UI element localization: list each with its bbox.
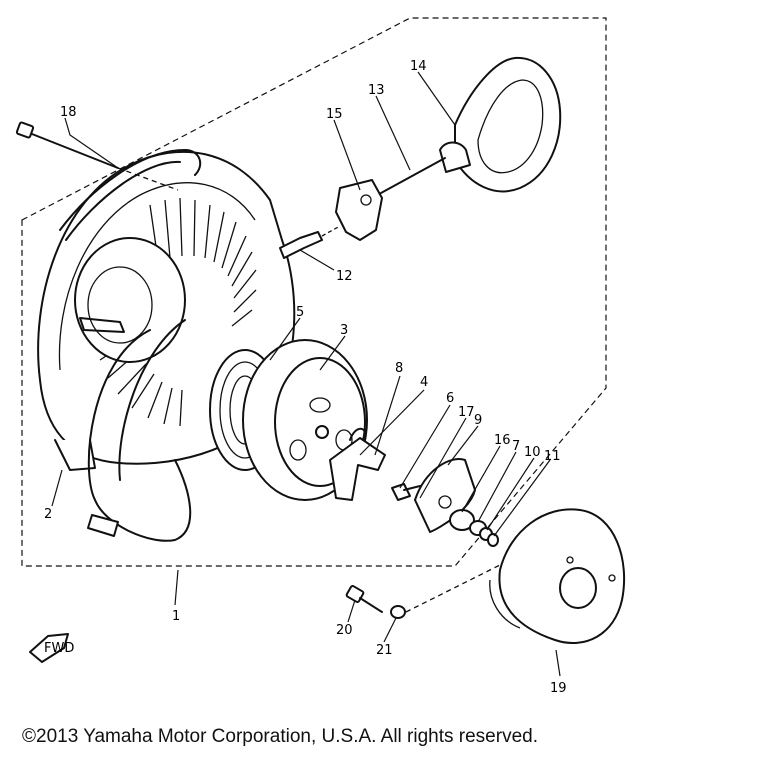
assembly-boundary [21,17,607,567]
callout-13: 13 [368,83,385,98]
callout-14: 14 [410,59,427,74]
pawl-spring-8 [349,427,367,441]
callout-2: 2 [44,507,52,522]
callout-4: 4 [420,375,428,390]
callout-8: 8 [395,361,403,376]
callout-6: 6 [446,391,454,406]
fwd-mark-label: FWD [44,641,74,656]
leader-lines [51,71,561,677]
callout-18: 18 [60,105,77,120]
callout-19: 19 [550,681,567,696]
callout-12: 12 [336,269,353,284]
starter-housing [37,149,296,542]
bolt-20 [345,585,383,613]
callout-1: 1 [172,609,180,624]
spring-16 [449,509,475,531]
bolt-18 [15,121,179,191]
callout-10: 10 [524,445,541,460]
exploded-parts-diagram: FWD 18 14 13 15 12 5 3 8 4 6 17 [15,17,626,696]
fwd-arrow-icon: FWD [29,633,74,663]
starter-handle [439,56,562,193]
callout-11: 11 [544,449,561,464]
callout-9: 9 [474,413,482,428]
callout-17: 17 [458,405,475,420]
nut-11 [487,533,499,547]
callout-15: 15 [326,107,343,122]
callout-5: 5 [296,305,304,320]
callout-7: 7 [512,439,520,454]
guide-pin-12 [279,231,323,259]
ratchet-pawl-4 [329,437,386,501]
rope-guide [335,179,383,241]
callout-21: 21 [376,643,393,658]
copyright-notice: ©2013 Yamaha Motor Corporation, U.S.A. A… [22,726,538,747]
callout-3: 3 [340,323,348,338]
callout-16: 16 [494,433,511,448]
callout-numbers: 18 14 13 15 12 5 3 8 4 6 17 9 16 7 10 11… [44,59,567,696]
washer-21 [390,605,406,619]
starter-pulley-cover-19 [489,508,626,645]
bolt-6 [391,483,411,501]
callout-20: 20 [336,623,353,638]
